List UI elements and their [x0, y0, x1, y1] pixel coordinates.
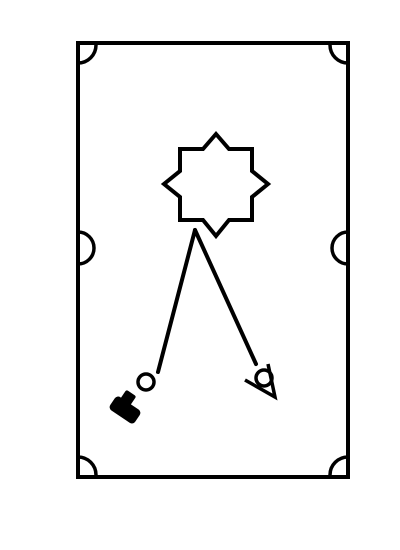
- pocket-middle-left: [77, 230, 96, 266]
- star-target: [160, 130, 272, 240]
- left-shot-line: [156, 228, 197, 374]
- direction-arrow: [244, 363, 278, 401]
- cue-stick: [109, 390, 141, 424]
- pocket-bottom-left: [77, 455, 98, 476]
- pocket-top-left: [77, 44, 98, 65]
- pocket-bottom-right: [328, 455, 349, 476]
- right-shot-line: [193, 228, 258, 366]
- pocket-middle-right: [330, 230, 349, 266]
- pocket-top-right: [328, 44, 349, 65]
- table-border: [76, 41, 350, 479]
- cue-ball: [136, 372, 156, 392]
